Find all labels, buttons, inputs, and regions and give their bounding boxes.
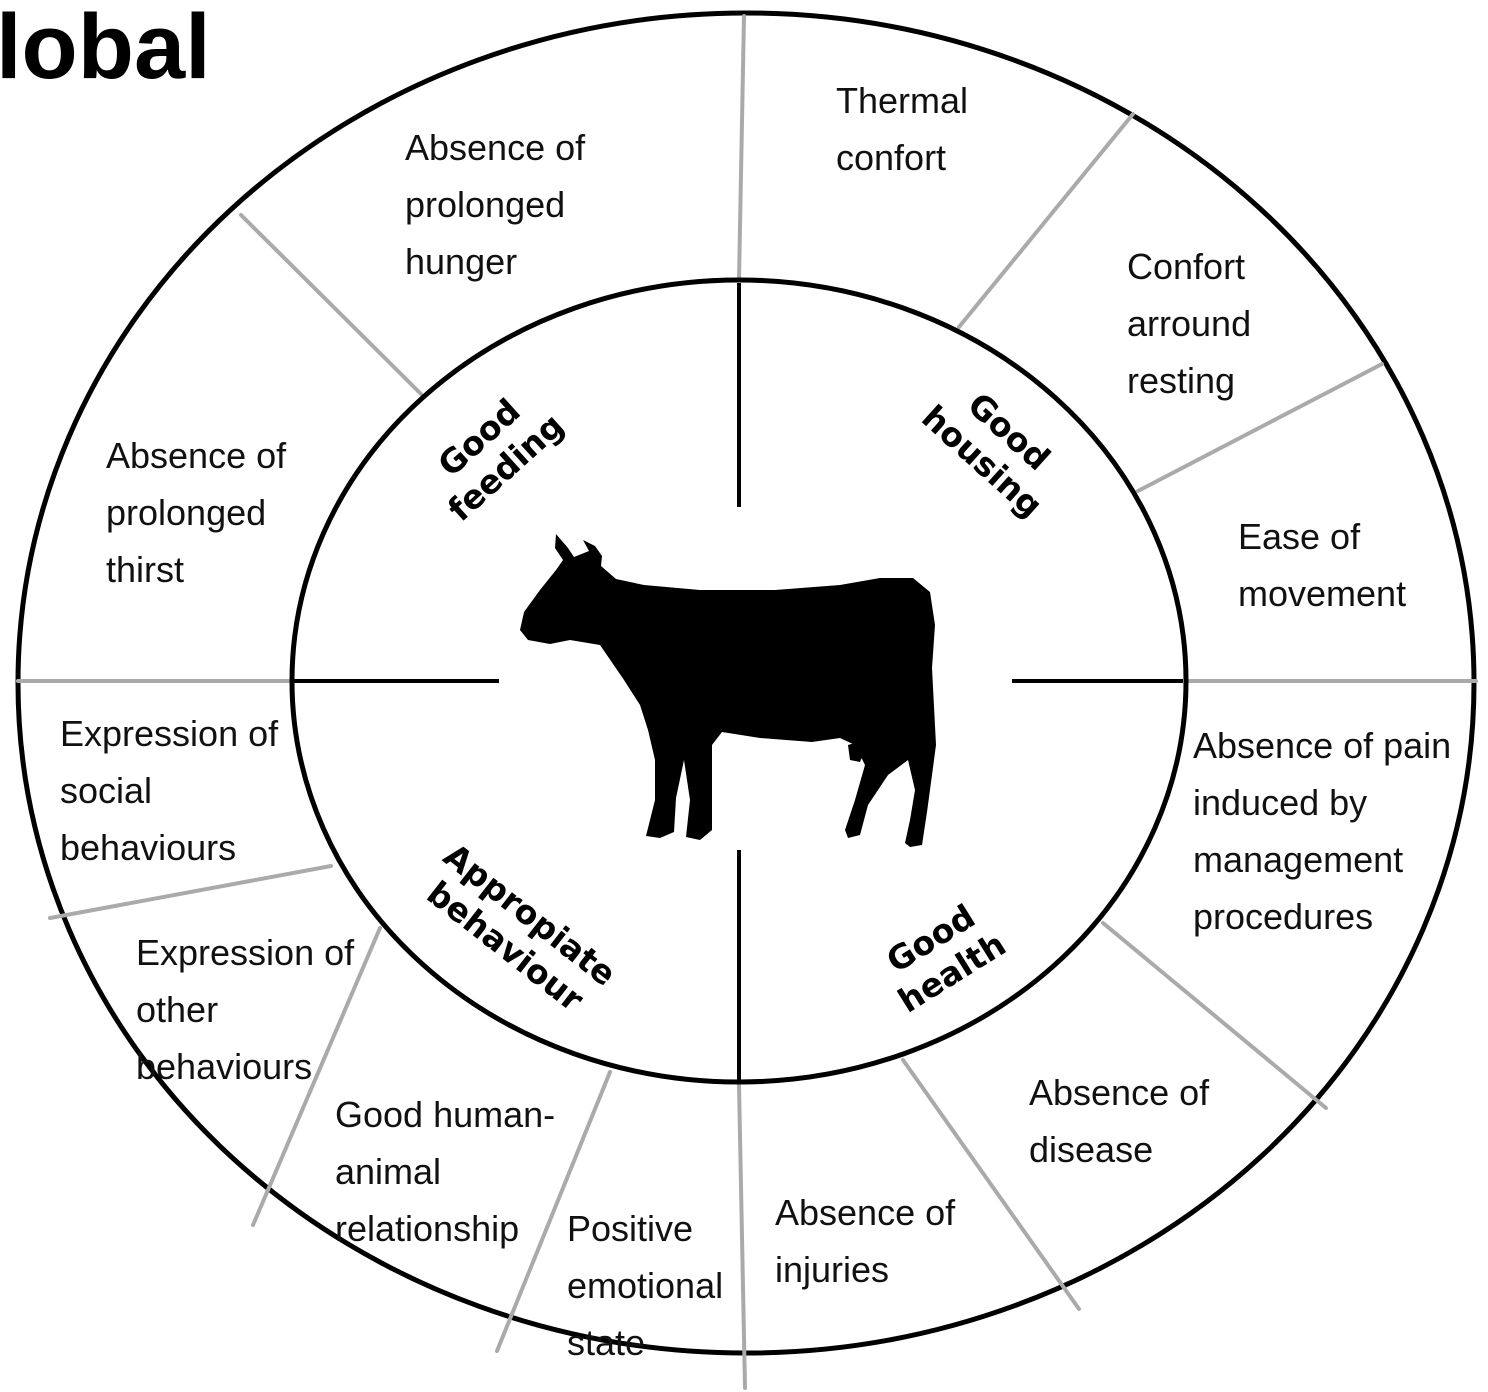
principle-dividers [294, 283, 1183, 1080]
criterion-line: thirst [106, 549, 184, 590]
criterion-line: resting [1127, 360, 1235, 401]
criterion-line: arround [1127, 303, 1251, 344]
divider-disease-injuries [901, 1058, 1081, 1311]
criterion-disease: Absence of disease [1029, 1072, 1210, 1170]
criterion-line: Thermal [836, 80, 968, 121]
criterion-line: management [1193, 839, 1403, 880]
criterion-line: Absence of [1029, 1072, 1210, 1113]
criterion-emotional: Positive emotional state [567, 1208, 723, 1363]
cow-silhouette-icon [520, 534, 936, 847]
criterion-resting: Confort arround resting [1127, 246, 1251, 401]
criterion-injuries: Absence of injuries [775, 1192, 956, 1290]
divider-hunger-thermal [737, 14, 746, 282]
criterion-line: social [60, 770, 152, 811]
criterion-line: animal [335, 1151, 441, 1192]
divider-human-other [251, 926, 382, 1227]
criterion-line: Positive [567, 1208, 693, 1249]
criterion-line: Absence of [405, 127, 586, 168]
criterion-line: Absence of [106, 435, 287, 476]
criterion-line: Ease of [1238, 516, 1361, 557]
criterion-line: movement [1238, 573, 1406, 614]
criterion-line: Expression of [60, 713, 279, 754]
criterion-thermal: Thermal confort [836, 80, 968, 178]
criterion-line: hunger [405, 241, 517, 282]
criteria-dividers [16, 14, 1478, 1390]
criterion-line: Absence of pain [1193, 725, 1451, 766]
criterion-human-animal: Good human-animal relationship [335, 1094, 555, 1249]
criterion-line: emotional [567, 1265, 723, 1306]
criterion-line: induced by [1193, 782, 1367, 823]
criterion-line: Expression of [136, 932, 355, 973]
criterion-line: state [567, 1322, 645, 1363]
criterion-line: confort [836, 137, 946, 178]
criterion-line: Absence of [775, 1192, 956, 1233]
criterion-other-behaviours: Expression of other behaviours [136, 932, 355, 1087]
criterion-line: Confort [1127, 246, 1245, 287]
criterion-movement: Ease of movement [1238, 516, 1406, 614]
criterion-line: behaviours [136, 1046, 312, 1087]
criterion-line: injuries [775, 1249, 889, 1290]
criterion-social: Expression of social behaviours [60, 713, 279, 868]
divider-injuries-emotional [737, 1083, 747, 1390]
criterion-line: prolonged [405, 184, 565, 225]
criterion-hunger: Absence of prolonged hunger [405, 127, 586, 282]
divider-emotional-human [495, 1070, 612, 1353]
divider-resting-movement [1136, 362, 1384, 493]
criterion-line: procedures [1193, 896, 1373, 937]
divider-hunger-thirst [239, 213, 423, 396]
divider-other-social [48, 864, 333, 920]
criterion-thirst: Absence of prolonged thirst [106, 435, 287, 590]
divider-pain-disease [1101, 921, 1328, 1110]
criterion-line: behaviours [60, 827, 236, 868]
divider-thermal-resting [957, 112, 1135, 329]
criterion-line: other [136, 989, 218, 1030]
criterion-line: disease [1029, 1129, 1153, 1170]
criterion-line: Good human- [335, 1094, 555, 1135]
criterion-pain: Absence of pain induced by management proce… [1193, 725, 1451, 937]
criterion-line: relationship [335, 1208, 519, 1249]
criterion-line: prolonged [106, 492, 266, 533]
page-heading: lobal [0, 0, 211, 98]
